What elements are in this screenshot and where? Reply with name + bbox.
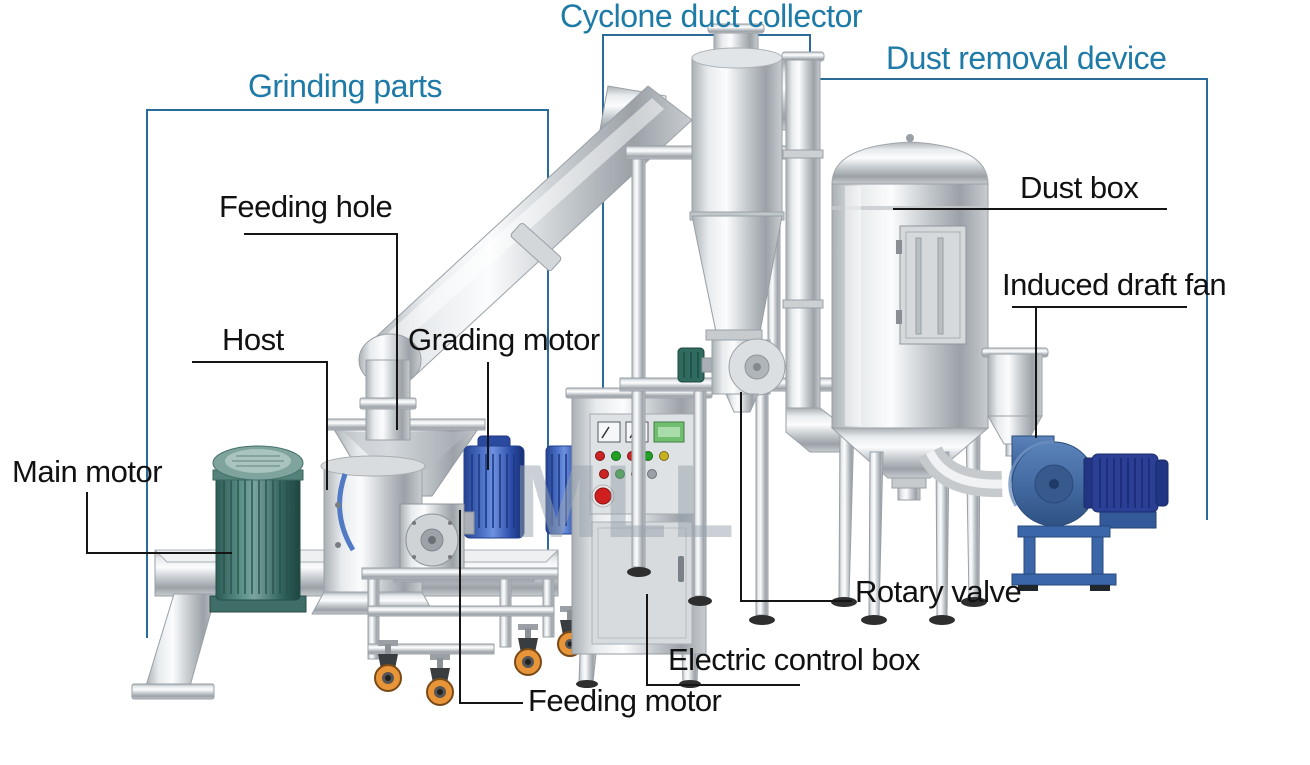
dust-collector-tank [830,134,990,625]
pipe-clamp [359,397,417,410]
rotary-valve-body [677,329,786,413]
duct-clamp-ring [510,222,562,272]
part-label-main-motor: Main motor [12,454,163,489]
riser-duct [358,85,693,441]
rotary-valve-leader-line [740,392,852,602]
main-motor-body [209,445,307,613]
blue-hose [337,473,356,552]
cyclone-assembly [619,23,889,625]
host-leader-line [192,361,328,490]
door-handle[interactable] [678,556,684,582]
electric-control-box-leader-line [646,594,800,686]
part-label-induced-draft-fan: Induced draft fan [1002,267,1227,302]
section-label-cyclone-duct-collector: Cyclone duct collector [560,0,863,34]
fan-scroll-housing [1008,435,1097,527]
part-label-dust-box: Dust box [1020,170,1139,205]
part-label-electric-control-box: Electric control box [668,642,920,677]
feeding-hole-leader-line [244,233,398,430]
fan-motor [1083,453,1169,529]
feeding-motor-leader-line [459,510,523,704]
part-label-rotary-valve: Rotary valve [855,574,1022,609]
part-label-feeding-hole: Feeding hole [219,189,393,224]
grinding-parts-box-outline [146,109,549,638]
fan-stand [1011,525,1117,591]
part-label-grading-motor: Grading motor [408,322,600,357]
dust-removal-box-outline [813,78,1208,520]
cyclone-outlet-duct [781,51,847,453]
part-label-host: Host [222,322,284,357]
section-label-grinding-parts: Grinding parts [248,68,442,104]
emergency-stop-button[interactable] [591,484,615,508]
grading-motor-body [463,435,525,539]
section-label-dust-removal-device: Dust removal device [886,40,1167,76]
leader-lines [86,208,1187,704]
grinding-unit [131,85,693,706]
cyclone-separator [689,23,787,333]
main-motor-leader-line [86,492,232,554]
induced-draft-fan-assembly [918,347,1169,591]
part-label-feeding-motor: Feeding motor [528,683,722,718]
induced-draft-fan-leader-line [1012,306,1187,438]
watermark-text: MLL [513,444,739,560]
dust-box-door [896,225,967,345]
